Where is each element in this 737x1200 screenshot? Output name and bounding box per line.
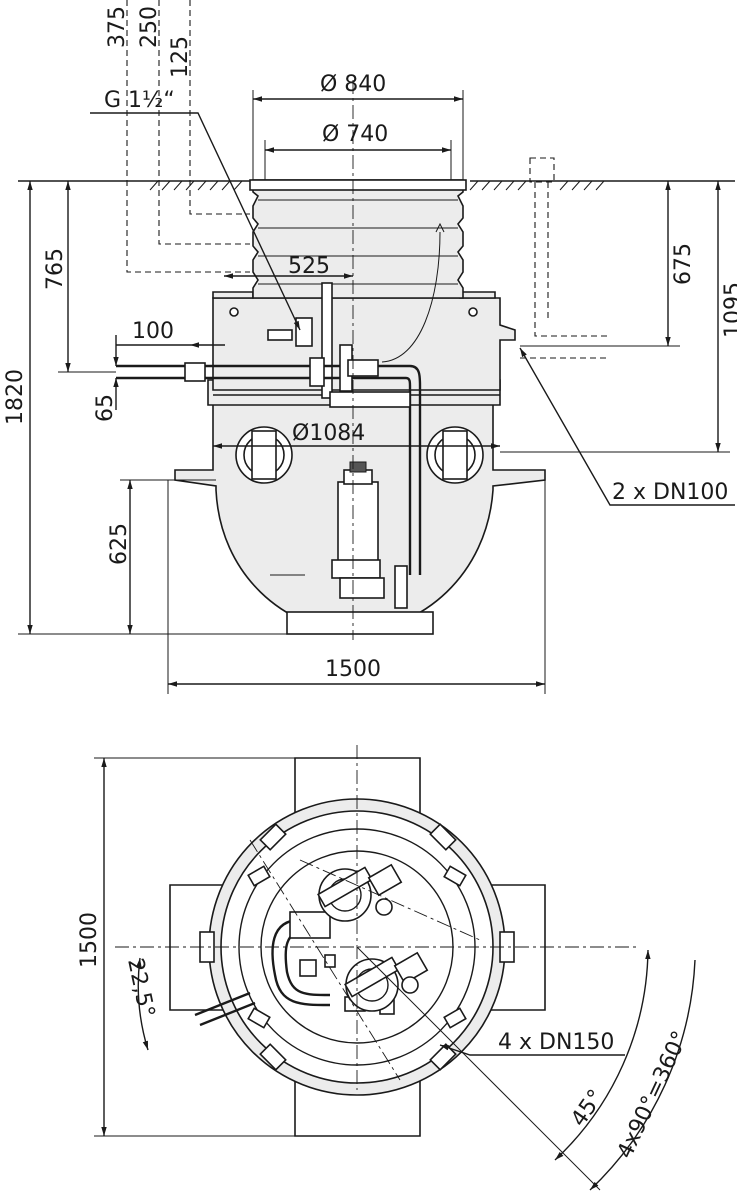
dim-65: 65 [93,394,118,422]
dim-375: 375 [105,6,130,48]
flange-lugs [199,823,515,1071]
inlets-label: 2 x DN100 [612,480,728,505]
dim-dia-840: Ø 840 [320,72,386,97]
angle-arc-22 [136,957,149,1051]
inlets-leader [519,347,735,506]
internal-piping [271,911,395,1015]
thread-label: G 1½“ [104,88,175,113]
pump-lower [344,951,429,1012]
dim-675: 675 [671,243,696,285]
top-view: 1500 22,5° 4 x DN150 45° 4x90°=360° [77,745,696,1191]
pump-upper [317,863,403,922]
dim-1095: 1095 [721,282,737,338]
dim-dia-740: Ø 740 [322,122,388,147]
dim-765: 765 [43,248,68,290]
dim-250: 250 [137,6,162,48]
corrugated-riser [249,179,467,299]
dim-dia-1084: Ø1084 [292,421,365,446]
angle-arc-360 [589,959,696,1191]
angle-22-5: 22,5° [122,956,159,1020]
pump-assembly [116,222,445,609]
dim-625: 625 [107,523,132,565]
dim-100: 100 [132,319,174,344]
angle-45: 45° [566,1085,609,1131]
ground-line [18,180,735,191]
discharge-pipe [194,991,251,1017]
side-view: 375 250 125 G 1½“ Ø 840 Ø 740 525 100 65… [3,0,737,694]
thread-leader [90,112,301,331]
dim-1820: 1820 [3,369,28,425]
dim-1500-width: 1500 [325,657,381,682]
dashed-level-lines [126,0,250,273]
dim-525: 525 [288,254,330,279]
dim-125: 125 [168,36,193,78]
dim-1500-height: 1500 [77,912,102,968]
dn150-label: 4 x DN150 [498,1030,614,1055]
vent-pipe [520,157,610,359]
angle-arc-45 [554,949,651,1161]
angle-360: 4x90°=360° [613,1027,694,1162]
